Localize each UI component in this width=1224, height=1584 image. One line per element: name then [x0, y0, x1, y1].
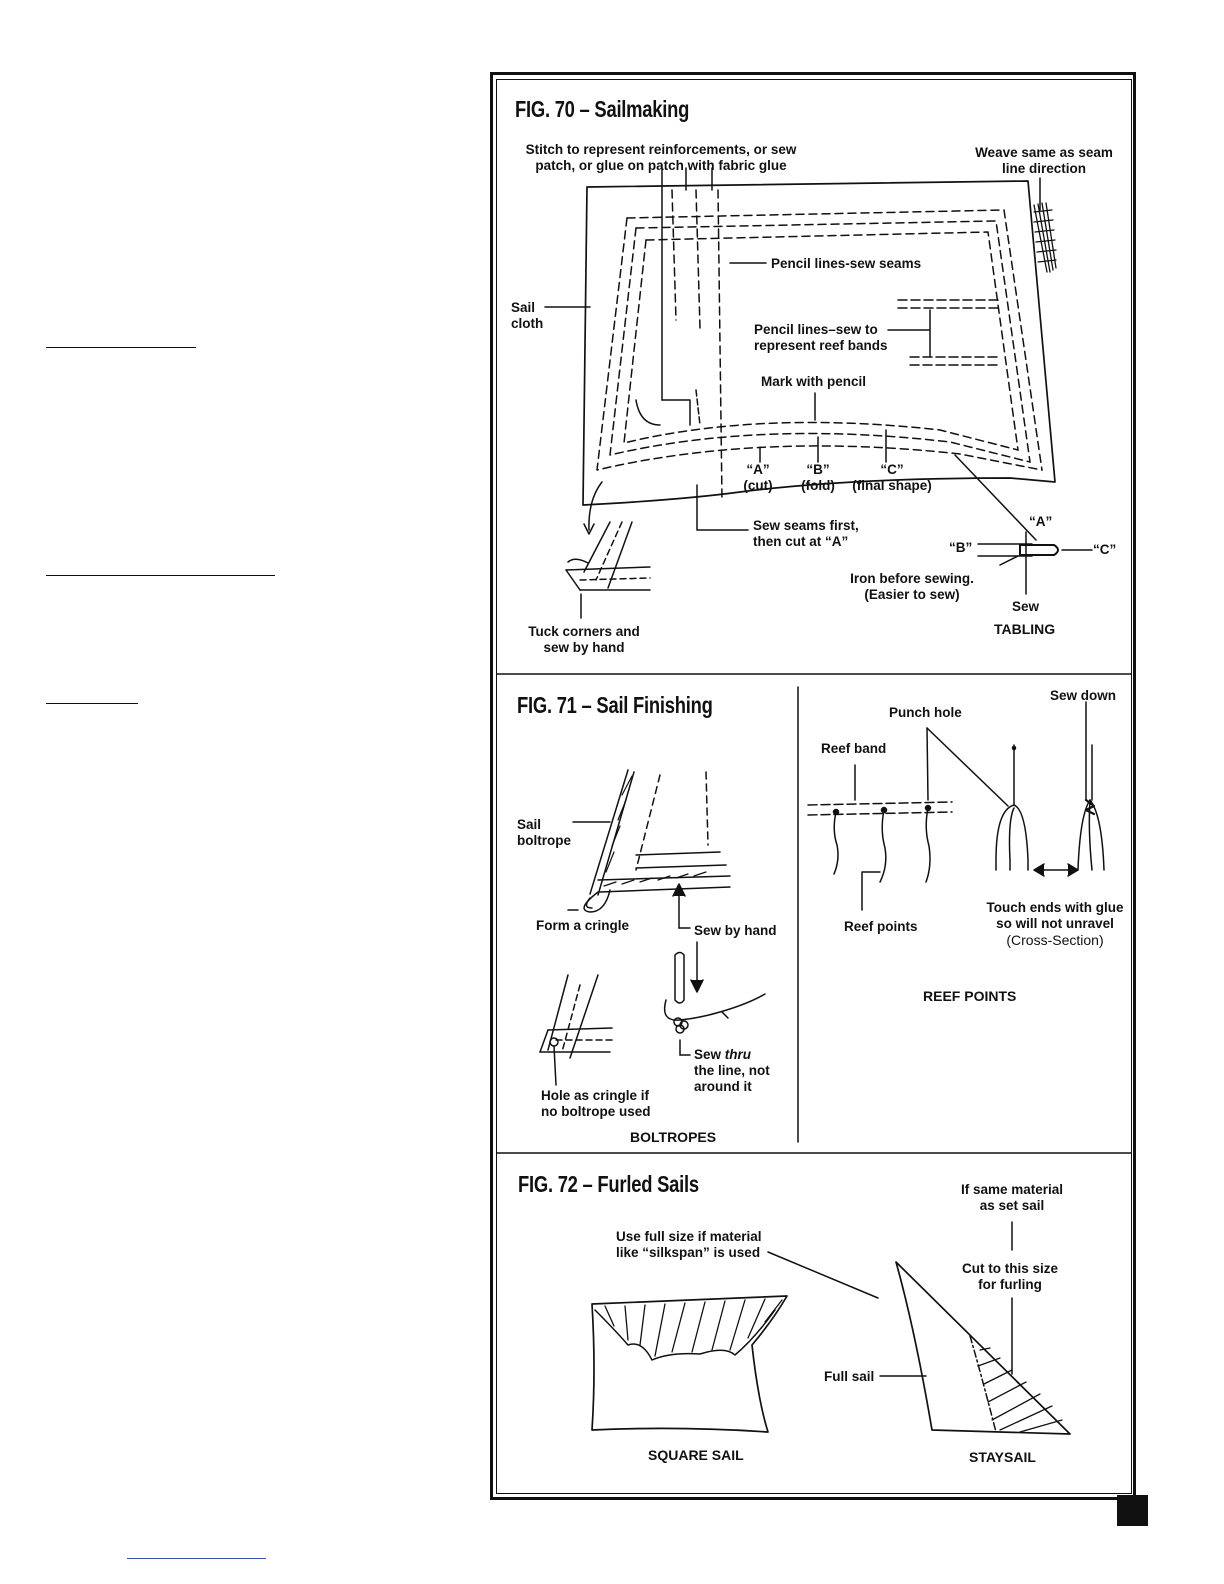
cut-to-size-line2: for furling — [978, 1277, 1042, 1292]
stitch-note-line1: Stitch to represent reinforcements, or s… — [525, 142, 797, 157]
use-full-size-line1: Use full size if material — [616, 1229, 762, 1244]
point-c-letter: “C” — [880, 462, 904, 477]
tabling-a-label: “A” — [1029, 514, 1053, 529]
point-c-label: “C” (final shape) — [846, 462, 938, 494]
same-material-line2: as set sail — [979, 1198, 1045, 1213]
fig72-title: FIG. 72 – Furled Sails — [518, 1171, 699, 1197]
sew-thru-word: Sew — [694, 1047, 722, 1062]
tabling-caption: TABLING — [994, 621, 1056, 637]
boltropes-caption: BOLTROPES — [630, 1129, 717, 1145]
boltrope-drawing — [539, 769, 766, 1086]
square-sail-drawing — [591, 1295, 788, 1433]
point-c-sub: (final shape) — [852, 478, 932, 493]
margin-rule-1 — [46, 347, 196, 348]
sail-cloth-drawing — [544, 167, 1057, 541]
iron-note-line1: Iron before sewing. — [850, 571, 974, 586]
point-b-letter: “B” — [806, 462, 830, 477]
fig70-title: FIG. 70 – Sailmaking — [515, 96, 690, 122]
mark-pencil-label: Mark with pencil — [761, 374, 867, 389]
sew-seams-line1: Sew seams first, — [753, 518, 859, 533]
cut-to-size-note: Cut to this size for furling — [946, 1261, 1074, 1293]
weave-note-line1: Weave same as seam — [975, 145, 1113, 160]
tuck-corner-drawing — [565, 521, 651, 619]
pencil-reef-label: Pencil lines–sew to represent reef bands — [754, 322, 888, 354]
tabling-c-label: “C” — [1093, 542, 1117, 557]
point-a-letter: “A” — [746, 462, 770, 477]
pencil-reef-line2: represent reef bands — [754, 338, 888, 353]
sail-boltrope-line2: boltrope — [517, 833, 571, 848]
figure-frame-outer — [490, 72, 1136, 1500]
tuck-note-line1: Tuck corners and — [528, 624, 640, 639]
tuck-note-line2: sew by hand — [543, 640, 625, 655]
sail-cloth-label: Sail cloth — [511, 300, 543, 332]
hole-cringle-line2: no boltrope used — [541, 1104, 651, 1119]
point-b-label: “B” (fold) — [794, 462, 842, 494]
sew-seams-label: Sew seams first, then cut at “A” — [753, 518, 859, 550]
staysail-drawing — [767, 1221, 1071, 1435]
figure-frame-inner — [496, 79, 1132, 1494]
cut-to-size-line1: Cut to this size — [961, 1261, 1058, 1276]
reef-band-label: Reef band — [821, 741, 887, 756]
reef-points-label: Reef points — [844, 919, 918, 934]
sew-seams-line2: then cut at “A” — [753, 534, 849, 549]
punch-hole-label: Punch hole — [889, 705, 962, 720]
stitch-note: Stitch to represent reinforcements, or s… — [508, 142, 814, 174]
hole-cringle-note: Hole as cringle if no boltrope used — [541, 1088, 651, 1120]
margin-rule-4 — [127, 1558, 266, 1559]
sew-thru-note: Sew thru the line, not around it — [694, 1047, 770, 1095]
touch-ends-note: Touch ends with glue so will not unravel… — [972, 900, 1138, 948]
page-corner-mark — [1117, 1495, 1148, 1526]
stitch-note-line2: patch, or glue on patch with fabric glue — [535, 158, 787, 173]
sew-thru-line2: the line, not — [694, 1063, 770, 1078]
sew-thru-emphasis: thru — [724, 1047, 752, 1062]
sail-cloth-line1: Sail — [511, 300, 536, 315]
fig71-title: FIG. 71 – Sail Finishing — [517, 692, 713, 718]
touch-ends-line1: Touch ends with glue — [986, 900, 1124, 915]
full-sail-label: Full sail — [824, 1369, 875, 1384]
weave-note-line2: line direction — [1001, 161, 1086, 176]
staysail-caption: STAYSAIL — [969, 1449, 1036, 1465]
reef-points-drawing — [807, 701, 1105, 911]
iron-note: Iron before sewing. (Easier to sew) — [838, 571, 986, 603]
margin-rule-3 — [46, 703, 138, 704]
use-full-size-line2: like “silkspan” is used — [616, 1245, 761, 1260]
weave-note: Weave same as seam line direction — [966, 145, 1122, 177]
reef-points-caption: REEF POINTS — [923, 988, 1017, 1004]
tabling-b-label: “B” — [949, 540, 973, 555]
square-sail-caption: SQUARE SAIL — [648, 1447, 744, 1463]
pencil-reef-line1: Pencil lines–sew to — [754, 322, 878, 337]
margin-rule-2 — [46, 575, 275, 576]
point-b-sub: (fold) — [801, 478, 835, 493]
sail-boltrope-line1: Sail — [517, 817, 542, 832]
sew-down-label: Sew down — [1050, 688, 1117, 703]
touch-ends-line2: so will not unravel — [996, 916, 1114, 931]
same-material-line1: If same material — [960, 1182, 1064, 1197]
same-material-note: If same material as set sail — [944, 1182, 1080, 1214]
point-a-label: “A” (cut) — [734, 462, 782, 494]
tuck-note: Tuck corners and sew by hand — [516, 624, 652, 656]
use-full-size-note: Use full size if material like “silkspan… — [616, 1229, 762, 1261]
sail-cloth-line2: cloth — [511, 316, 544, 331]
sew-thru-line3: around it — [694, 1079, 752, 1094]
sail-boltrope-label: Sail boltrope — [517, 817, 571, 849]
tabling-drawing — [977, 531, 1093, 595]
form-cringle-label: Form a cringle — [536, 918, 630, 933]
point-a-sub: (cut) — [743, 478, 773, 493]
pencil-seams-label: Pencil lines-sew seams — [771, 256, 922, 271]
tabling-sew-label: Sew — [1012, 599, 1040, 614]
hole-cringle-line1: Hole as cringle if — [541, 1088, 650, 1103]
iron-note-line2: (Easier to sew) — [864, 587, 960, 602]
sew-by-hand-label: Sew by hand — [694, 923, 777, 938]
touch-ends-line3: (Cross-Section) — [1006, 932, 1104, 948]
panel-dividers — [496, 673, 1132, 1154]
